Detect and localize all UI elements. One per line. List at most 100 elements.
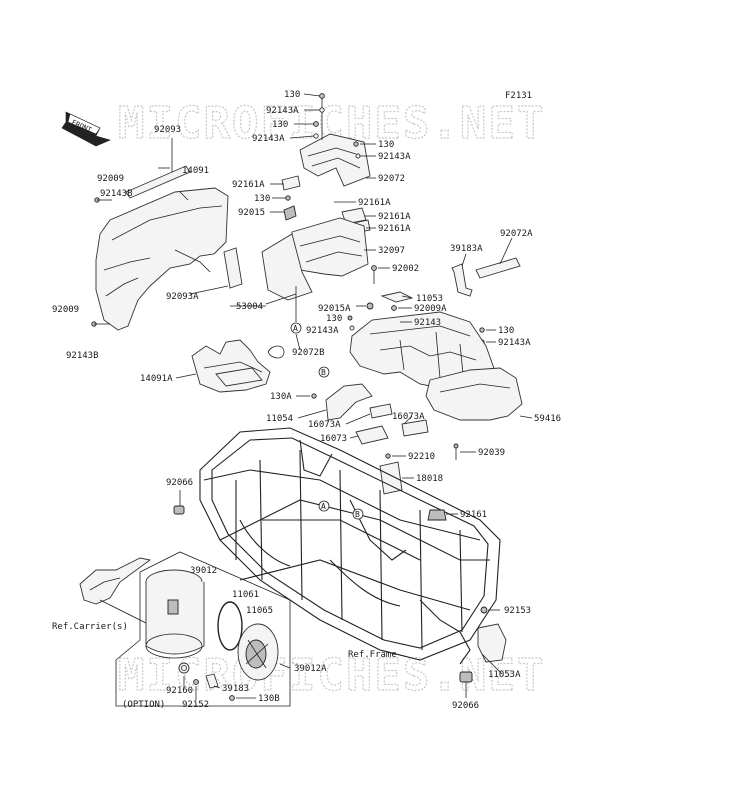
part-92072a-strip (475, 257, 521, 279)
label-130-b: 130 (272, 120, 288, 130)
label-130-e: 130 (326, 314, 342, 324)
label-92009a: 92009A (414, 304, 447, 314)
label-92093a: 92093A (166, 292, 199, 302)
part-32097-case (291, 217, 369, 277)
pad-16073a-b (401, 419, 429, 437)
watermark-bottom: MICROFICHES.NET (118, 650, 545, 701)
part-11061-gasket (217, 601, 243, 651)
label-16073a-b: 16073A (392, 412, 425, 422)
label-92093: 92093 (154, 125, 181, 135)
cap-92066-lower (459, 671, 473, 683)
washer-92143a-c (355, 153, 361, 159)
label-32097: 32097 (378, 246, 405, 256)
label-11061: 11061 (232, 590, 259, 600)
bolt-130b (229, 695, 235, 701)
label-92015a: 92015A (318, 304, 351, 314)
label-92015: 92015 (238, 208, 265, 218)
label-92161a-a: 92161A (232, 180, 265, 190)
label-39183: 39183 (222, 684, 249, 694)
ref-marker-a-upper-text: A (293, 324, 298, 333)
ref-marker-b-upper (318, 366, 330, 378)
bolt-130-e (347, 315, 353, 321)
bolt-130-b (313, 121, 319, 127)
label-92009-b: 92009 (52, 305, 79, 315)
leader-lines (158, 93, 503, 700)
part-18018-plate (379, 461, 403, 495)
label-92143a-b: 92143A (252, 134, 285, 144)
part-14091-fender (95, 187, 229, 331)
label-ref-carrier: Ref.Carrier(s) (52, 622, 128, 632)
label-92143a-e: 92143A (498, 338, 531, 348)
label-92153: 92153 (504, 606, 531, 616)
bolt-92039 (453, 443, 459, 449)
ring-92160 (178, 662, 190, 674)
label-92161: 92161 (460, 510, 487, 520)
washer-92143a-a (319, 107, 325, 113)
label-92002: 92002 (392, 264, 419, 274)
bolt-39183 (205, 673, 219, 689)
label-92072a: 92072A (500, 229, 533, 239)
label-92143: 92143 (414, 318, 441, 328)
label-ref-frame: Ref.Frame (348, 650, 397, 660)
label-11053: 11053 (416, 294, 443, 304)
part-59416-guard (425, 367, 523, 421)
nut-92009a (391, 305, 397, 311)
ref-marker-a-frame-text: A (321, 502, 326, 511)
label-130-d: 130 (254, 194, 270, 204)
part-92072b-band (267, 345, 285, 359)
ref-marker-b-upper-text: B (321, 368, 326, 377)
label-92143a-c: 92143A (378, 152, 411, 162)
bolt-130-c (353, 141, 359, 147)
label-92143b-a: 92143B (100, 189, 133, 199)
label-39012a: 39012A (294, 664, 327, 674)
label-16073: 16073 (320, 434, 347, 444)
bolt-130-f (479, 327, 485, 333)
cap-92161 (427, 509, 447, 521)
label-16073a-a: 16073A (308, 420, 341, 430)
part-39012-housing (145, 569, 205, 659)
part-92072-bracket (299, 133, 371, 187)
part-labels: 130 92143A 130 92143A 130 92143A 92072 9… (52, 90, 561, 711)
label-130-c: 130 (378, 140, 394, 150)
label-53004: 53004 (236, 302, 263, 312)
ref-marker-a-frame (318, 500, 330, 512)
label-92039: 92039 (478, 448, 505, 458)
bolt-92152 (193, 679, 199, 685)
main-frame (199, 427, 501, 665)
part-14091a-plate (215, 367, 263, 387)
label-92066-b: 92066 (452, 701, 479, 711)
part-11054-bracket (325, 383, 373, 421)
label-14091a: 14091A (140, 374, 173, 384)
front-arrow-icon: FRONT (61, 111, 111, 147)
label-92009-a: 92009 (97, 174, 124, 184)
label-11053a: 11053A (488, 670, 521, 680)
label-92066-a: 92066 (166, 478, 193, 488)
ref-marker-a-upper (290, 322, 302, 334)
bolt-92002 (371, 265, 377, 271)
label-39183a: 39183A (450, 244, 483, 254)
label-11054: 11054 (266, 414, 293, 424)
washer-92143a-d (349, 325, 355, 331)
bolt-130-d (285, 195, 291, 201)
label-92143a-a: 92143A (266, 106, 299, 116)
nut-92210 (385, 453, 391, 459)
label-92143a-d: 92143A (306, 326, 339, 336)
pad-16073 (355, 425, 389, 445)
clip-92015a (366, 302, 374, 310)
pad-92161a-a (281, 175, 301, 191)
part-92093a-strip (223, 247, 243, 289)
washer-92143a-b (313, 133, 319, 139)
label-92160: 92160 (166, 686, 193, 696)
label-92161a-b: 92161A (358, 198, 391, 208)
part-carrier-bracket (79, 557, 152, 605)
label-92143b-b: 92143B (66, 351, 99, 361)
label-14091: 14091 (182, 166, 209, 176)
label-92161a-c: 92161A (378, 212, 411, 222)
label-39012: 39012 (190, 566, 217, 576)
label-130a: 130A (270, 392, 292, 402)
figure-code: F2131 (505, 91, 532, 101)
bolt-130-a (319, 93, 325, 99)
part-11065-cap (237, 623, 279, 681)
ref-marker-b-frame (352, 508, 364, 520)
